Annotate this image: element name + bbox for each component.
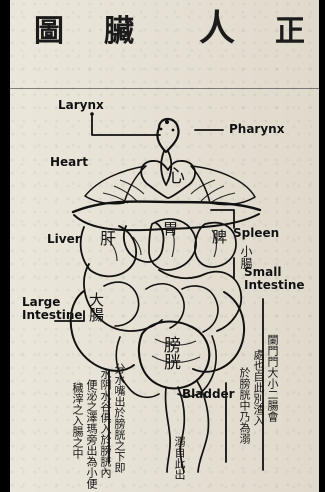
vertical-text-right-3: 於膀胱中乃為溺	[237, 367, 250, 444]
leaf-vein-1	[120, 180, 144, 194]
organ-char-liver: 肝	[100, 231, 116, 247]
larynx-connector	[92, 116, 160, 135]
organ-char-large-intestine: 大腸	[88, 292, 103, 322]
label-pharynx: Pharynx	[229, 122, 284, 136]
paper-sheet: 正 人 臟 圖	[10, 0, 319, 492]
small-intestine-coil-3	[104, 282, 139, 326]
label-large-intestine: Large Intestine	[22, 296, 66, 322]
organ-char-heart: 心	[167, 168, 185, 186]
vertical-text-left-4: 穢滓之入腸之中	[70, 382, 83, 459]
vertical-text-left-2: 水阴水谷俱入於膀胱內	[98, 368, 111, 478]
vertical-text-left-3: 便泌之澤瑪旁出為小便	[84, 379, 97, 489]
organ-char-small-intestine: 小腸	[240, 245, 252, 269]
vertical-text-right-2: 處也自此別渣入	[251, 349, 264, 426]
organ-char-bladder: 膀胱	[161, 336, 178, 370]
vertical-text-left-1: 分水嘴出於膀胱之下即	[112, 363, 125, 473]
lung-wing-left	[85, 166, 146, 204]
vertical-text-right-1: 闌門門大小二腸會	[265, 334, 278, 422]
lung-wing-right	[191, 166, 255, 205]
label-larynx: Larynx	[58, 98, 104, 112]
organ-char-stomach: 胃	[163, 222, 178, 237]
leaf-vein-6	[210, 193, 235, 203]
label-small-intestine: Small Intestine	[244, 266, 304, 292]
organ-char-spleen: 脾	[212, 230, 227, 245]
label-heart: Heart	[50, 155, 88, 169]
label-liver: Liver	[47, 232, 81, 246]
label-bladder: Bladder	[182, 387, 235, 401]
vertical-text-bottom: 溺自此出	[172, 436, 185, 480]
label-spleen: Spleen	[233, 226, 279, 240]
